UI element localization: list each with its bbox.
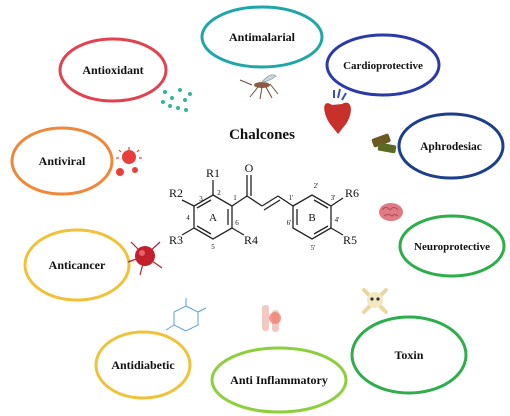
pos-1: 1 xyxy=(233,194,237,202)
activity-antioxidant: Antioxidant xyxy=(58,37,168,103)
cancer-cell-icon xyxy=(127,241,163,276)
toxin-oval xyxy=(350,315,468,395)
activity-anticancer: Anticancer xyxy=(23,228,131,302)
antidiabetic-label: Antidiabetic xyxy=(111,358,175,372)
pos-3: 3 xyxy=(199,195,203,203)
pos-4p: 4' xyxy=(335,216,340,224)
herb-icon xyxy=(371,133,397,154)
aphrodesiac-label: Aphrodesiac xyxy=(420,141,482,153)
antioxidant-label: Antioxidant xyxy=(82,63,143,77)
mosquito-icon xyxy=(239,74,279,100)
atom-labels: O R1 R2 R3 R4 R5 R6 A B 1 2 3 4 5 6 1' 2… xyxy=(169,161,359,252)
pos-2: 2 xyxy=(217,189,221,197)
activity-toxin: Toxin xyxy=(350,315,468,395)
toxin-label: Toxin xyxy=(395,348,424,362)
diagram-title: Chalcones xyxy=(229,127,295,143)
activity-antidiabetic: Antidiabetic xyxy=(94,330,192,400)
virus-icon xyxy=(116,147,142,176)
skull-crossbones-icon xyxy=(362,288,388,314)
antiviral-oval xyxy=(10,126,114,196)
antimalarial-label: Antimalarial xyxy=(229,30,296,44)
antidiabetic-oval xyxy=(94,330,192,400)
brain-icon xyxy=(379,203,403,221)
activity-cardioprotective: Cardioprotective xyxy=(325,33,441,97)
aphrodesiac-oval xyxy=(397,112,505,180)
r4-label: R4 xyxy=(244,233,258,247)
oxygen-label: O xyxy=(245,161,254,175)
chalcone-structure xyxy=(181,175,344,240)
activity-antiviral: Antiviral xyxy=(10,126,114,196)
pos-5: 5 xyxy=(211,243,215,251)
pos-1p: 1' xyxy=(289,194,294,202)
ring-a-label: A xyxy=(209,212,217,224)
ring-b-label: B xyxy=(308,212,315,224)
pos-5p: 5' xyxy=(311,244,316,252)
anti-inflammatory-oval xyxy=(210,346,348,414)
activity-anti-inflammatory: Anti Inflammatory xyxy=(210,346,348,414)
r2-label: R2 xyxy=(169,186,183,200)
neuroprotective-oval xyxy=(398,214,506,278)
r3-label: R3 xyxy=(169,233,183,247)
anticancer-oval xyxy=(23,228,131,302)
glucose-molecule-icon xyxy=(165,298,207,332)
cardioprotective-oval xyxy=(325,33,441,97)
antimalarial-oval xyxy=(200,5,324,69)
antiviral-label: Antiviral xyxy=(39,154,86,168)
heart-icon xyxy=(324,88,351,134)
r6-label: R6 xyxy=(345,186,359,200)
molecules-icon xyxy=(161,88,192,112)
pos-6p: 6' xyxy=(287,219,292,227)
neuroprotective-label: Neuroprotective xyxy=(414,241,490,253)
activity-aphrodesiac: Aphrodesiac xyxy=(397,112,505,180)
pos-4: 4 xyxy=(186,214,190,222)
anti-inflammatory-label: Anti Inflammatory xyxy=(230,373,328,387)
inflamed-joint-icon xyxy=(262,305,281,332)
activity-antimalarial: Antimalarial xyxy=(200,5,324,69)
pos-6: 6 xyxy=(235,219,239,227)
r5-label: R5 xyxy=(343,233,357,247)
activity-neuroprotective: Neuroprotective xyxy=(398,214,506,278)
pos-3p: 3' xyxy=(331,194,336,202)
anticancer-label: Anticancer xyxy=(49,258,106,272)
r1-label: R1 xyxy=(206,166,220,180)
pos-2p: 2' xyxy=(314,182,319,190)
cardioprotective-label: Cardioprotective xyxy=(343,60,423,72)
antioxidant-oval xyxy=(58,37,168,103)
